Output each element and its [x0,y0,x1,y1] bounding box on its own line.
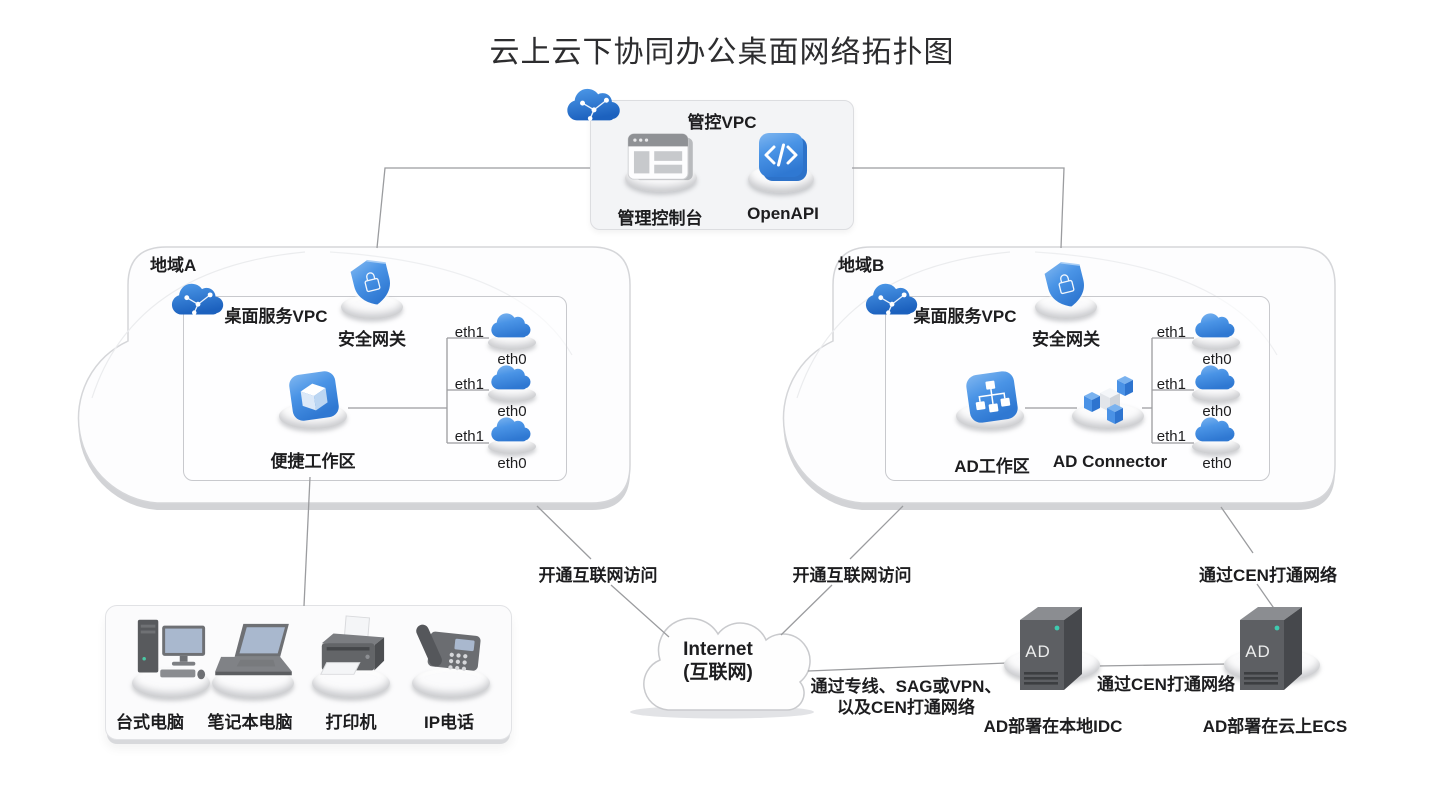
laptop-icon [210,620,298,682]
nic-a3-pedestal [488,439,536,454]
small-cloud-icon-b3 [1192,415,1240,447]
link-b-internet-label: 开通互联网访问 [792,566,912,585]
region-a-vpc-cloud-icon [168,279,228,322]
ad-connector-label: AD Connector [1052,452,1168,471]
small-cloud-icon-a1 [488,311,536,343]
nic-b1-pedestal [1192,335,1240,350]
printer-label: 打印机 [325,713,377,732]
workspace-a-label: 便捷工作区 [270,452,356,471]
nic-b1-eth1: eth1 [1156,324,1186,341]
cube-box-icon [284,366,345,427]
nic-b1-eth0: eth0 [1202,351,1232,368]
nic-a2-eth0: eth0 [497,403,527,420]
nic-b3-eth1: eth1 [1156,428,1186,445]
nic-a1-pedestal [488,335,536,350]
ad-workspace-label: AD工作区 [954,457,1030,476]
link-b-cen-label: 通过CEN打通网络 [1199,566,1337,585]
nic-b3-eth0: eth0 [1202,455,1232,472]
link-idc-line1: 通过专线、SAG或VPN、 [810,677,1002,696]
phone-pedestal [412,668,490,698]
wire-mgmt-to-region-b [852,167,1065,249]
small-cloud-icon-a2 [488,363,536,395]
small-cloud-icon-a3 [488,415,536,447]
wire-mgmt-to-region-a [376,167,590,249]
nic-b2-pedestal [1192,387,1240,402]
page-title: 云上云下协同办公桌面网络拓扑图 [489,36,955,69]
gateway-b-label: 安全网关 [1032,330,1100,349]
link-idc-line2: 以及CEN打通网络 [837,698,975,717]
nic-b2-eth1: eth1 [1156,376,1186,393]
region-b-vpc-label: 桌面服务VPC [913,307,1017,326]
nic-a1-eth1: eth1 [454,324,484,341]
internet-name: Internet [683,639,753,660]
region-a-vpc-label: 桌面服务VPC [224,307,328,326]
console-label: 管理控制台 [617,209,703,228]
desktop-pc-icon [130,612,210,690]
region-b-name: 地域B [838,256,885,275]
idc-server-badge: AD [1025,642,1051,661]
nic-a1-eth0: eth0 [497,351,527,368]
mgmt-vpc-cloud-icon [563,84,625,128]
wire-internet-to-idc [807,662,1008,672]
idc-server-label: AD部署在本地IDC [983,717,1123,736]
code-brackets-icon [756,130,810,184]
link-a-internet-label: 开通互联网访问 [538,566,658,585]
link-idc-ecs-label: 通过CEN打通网络 [1097,675,1235,694]
desktop-label: 台式电脑 [116,713,184,732]
mgmt-vpc-title: 管控VPC [687,113,757,132]
small-cloud-icon-b1 [1192,311,1240,343]
nic-b3-pedestal [1192,439,1240,454]
openapi-label: OpenAPI [747,204,819,223]
wire-region-a-to-devices [303,476,311,607]
ecs-server-badge: AD [1245,642,1271,661]
console-browser-icon [624,130,696,184]
nic-a2-pedestal [488,387,536,402]
nic-a3-eth1: eth1 [454,428,484,445]
gateway-a-label: 安全网关 [338,330,406,349]
cubes-cluster-icon [1079,374,1141,430]
internet-label: Internet (互联网) [683,638,753,684]
nic-a3-eth0: eth0 [497,455,527,472]
nic-a2-eth1: eth1 [454,376,484,393]
org-chart-icon [960,365,1023,428]
phone-label: IP电话 [423,713,475,732]
laptop-label: 笔记本电脑 [207,713,293,732]
small-cloud-icon-b2 [1192,363,1240,395]
internet-name-zh: (互联网) [683,662,753,683]
printer-icon [314,614,388,686]
region-a-name: 地域A [150,256,197,275]
wire-idc-to-ecs [1096,663,1228,667]
link-idc-label: 通过专线、SAG或VPN、 以及CEN打通网络 [811,676,1002,718]
ip-phone-icon [413,616,489,682]
ecs-server-label: AD部署在云上ECS [1202,717,1348,736]
nic-b2-eth0: eth0 [1202,403,1232,420]
